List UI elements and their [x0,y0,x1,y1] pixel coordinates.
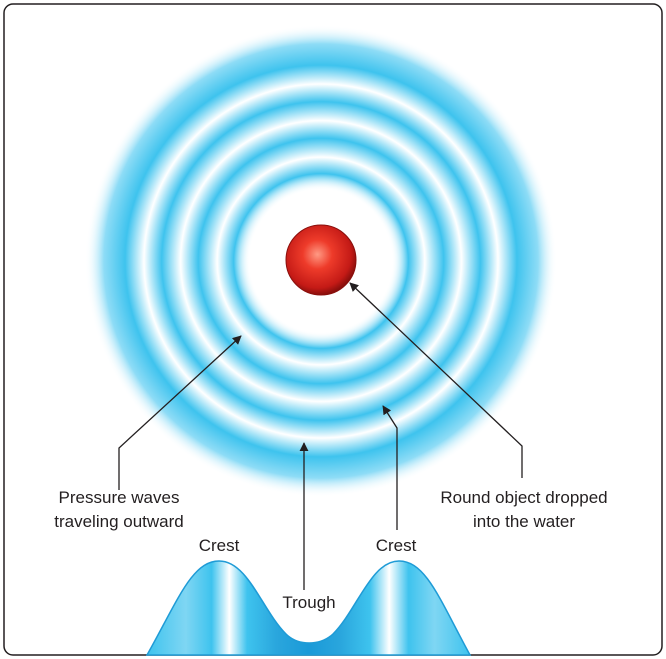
pressure-waves-arrow [118,335,242,490]
object-label-line1: Round object dropped [440,488,607,507]
crest-arrow [382,405,398,530]
crest-label-left: Crest [199,536,240,555]
crest-label-right: Crest [376,536,417,555]
pressure-waves-label-line2: traveling outward [54,512,183,531]
object-arrow [349,282,523,478]
object-label-line2: into the water [473,512,575,531]
round-object [285,224,357,296]
trough-label: Trough [282,593,335,612]
wave-cross-section [145,560,472,656]
pressure-waves-label-line1: Pressure waves [59,488,180,507]
